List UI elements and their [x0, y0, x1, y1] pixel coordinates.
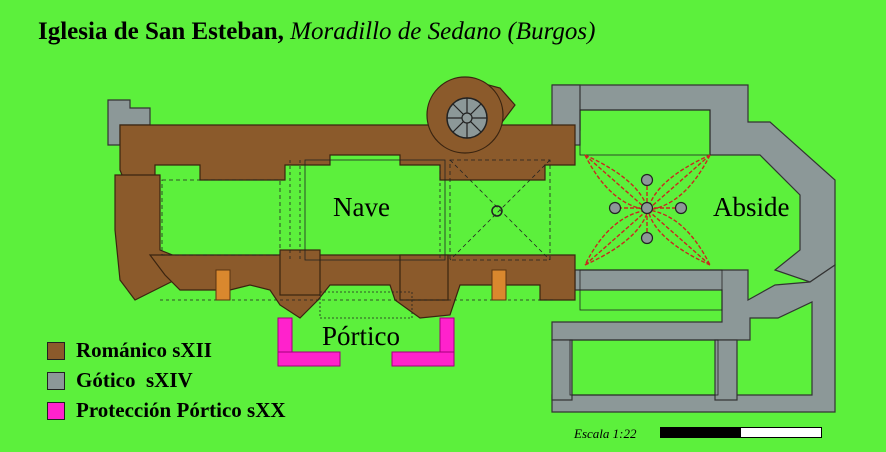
- legend-label-romanico: Románico sXII: [76, 338, 212, 362]
- page-title: Iglesia de San Esteban, Moradillo de Sed…: [38, 18, 595, 46]
- west-wall: [114, 174, 181, 301]
- apse-south-wall: [551, 263, 836, 413]
- south-wall: [148, 254, 576, 319]
- legend-label-gotico: Gótico sXIV: [76, 368, 193, 392]
- sacristy-west-wall: [551, 339, 573, 401]
- scale-label: Escala 1:22: [574, 426, 637, 441]
- legend-swatch-romanico: [47, 341, 65, 360]
- abside-label: Abside: [713, 192, 790, 222]
- pier-se: [399, 254, 449, 301]
- nave-label: Nave: [333, 192, 390, 222]
- title-place: Moradillo de Sedano (Burgos): [290, 18, 596, 45]
- legend-swatch-gotico: [47, 371, 65, 390]
- gotico-walls: [107, 84, 836, 413]
- plan-lines: [160, 109, 723, 396]
- portico-protection: [277, 317, 455, 367]
- vault-bosses: [608, 173, 688, 245]
- portico-label: Pórtico: [322, 321, 400, 351]
- apse-north-wall: [552, 84, 836, 283]
- sacristy-inner-wall: [714, 339, 738, 401]
- columns: [215, 269, 507, 301]
- legend-romanico: Románico sXII: [47, 338, 212, 363]
- scale-bar-black-segment: [661, 428, 741, 437]
- legend-swatch-proteccion: [47, 401, 65, 420]
- legend-label-proteccion: Protección Pórtico sXX: [76, 398, 286, 422]
- legend-proteccion: Protección Pórtico sXX: [47, 398, 286, 423]
- legend-gotico: Gótico sXIV: [47, 368, 193, 393]
- scale-bar: [660, 427, 822, 438]
- scale-bar-white-segment: [741, 428, 821, 437]
- north-wall: [119, 79, 576, 196]
- romanico-walls: [114, 76, 576, 319]
- spiral-stair: [446, 97, 488, 139]
- title-main: Iglesia de San Esteban,: [38, 18, 284, 45]
